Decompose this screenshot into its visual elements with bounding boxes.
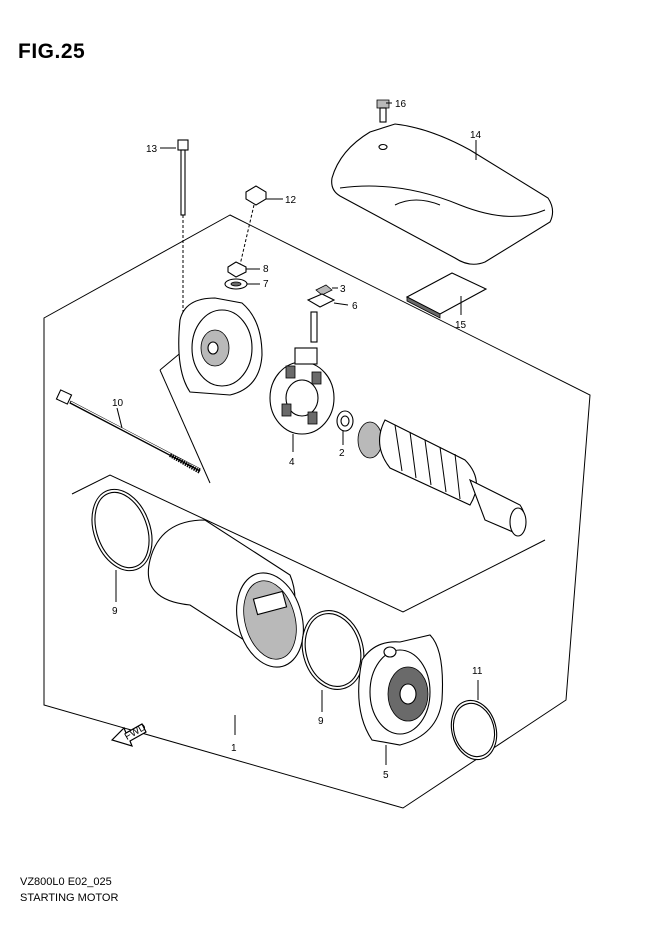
callout-16: 16: [395, 99, 407, 110]
armature: [357, 419, 527, 537]
terminal-part-6: [306, 293, 336, 308]
nut-part-8: [227, 261, 247, 278]
diagram-name: STARTING MOTOR: [20, 892, 119, 904]
callout-14: 14: [470, 130, 482, 141]
callout-8: 8: [263, 264, 269, 275]
figure-title: FIG.25: [18, 40, 86, 63]
bolt-part-13: [177, 139, 189, 330]
callout-13: 13: [146, 144, 158, 155]
o-ring-part-11: [450, 699, 498, 761]
terminal-part-3: [315, 284, 333, 296]
bolt-part-16: [376, 99, 390, 123]
callout-6: 6: [352, 301, 358, 312]
callout-9-right: 9: [318, 716, 324, 727]
callout-11: 11: [472, 666, 483, 677]
assembly-frame: [43, 214, 591, 809]
callout-1: 1: [231, 743, 237, 754]
leader-lines: [115, 102, 479, 765]
callout-4: 4: [289, 457, 295, 468]
yoke: [147, 519, 304, 668]
o-ring-part-9b: [301, 610, 365, 690]
nut-part-12: [239, 185, 267, 266]
front-housing-part-5: [358, 634, 443, 746]
callout-9-left: 9: [112, 606, 118, 617]
callout-7: 7: [263, 279, 269, 290]
o-ring-part-9a: [91, 488, 153, 572]
washer-part-2: [336, 410, 354, 432]
brush-holder-part-4: [269, 311, 335, 435]
washer-part-7: [224, 278, 248, 290]
fwd-arrow-icon: FWD: [110, 722, 148, 747]
callout-10: 10: [112, 398, 124, 409]
rear-housing: [178, 297, 263, 396]
callout-12: 12: [285, 195, 297, 206]
through-bolt-part-10: [55, 389, 201, 474]
callout-3: 3: [340, 284, 346, 295]
cover-part-14: [331, 123, 554, 265]
inner-plane-line-2: [159, 369, 211, 484]
fwd-label: FWD: [123, 722, 148, 743]
callout-15: 15: [455, 320, 467, 331]
inner-plane-line: [71, 474, 546, 613]
callout-5: 5: [383, 770, 389, 781]
model-code: VZ800L0 E02_025: [20, 876, 112, 888]
callout-2: 2: [339, 448, 345, 459]
pad-part-15: [405, 272, 488, 319]
